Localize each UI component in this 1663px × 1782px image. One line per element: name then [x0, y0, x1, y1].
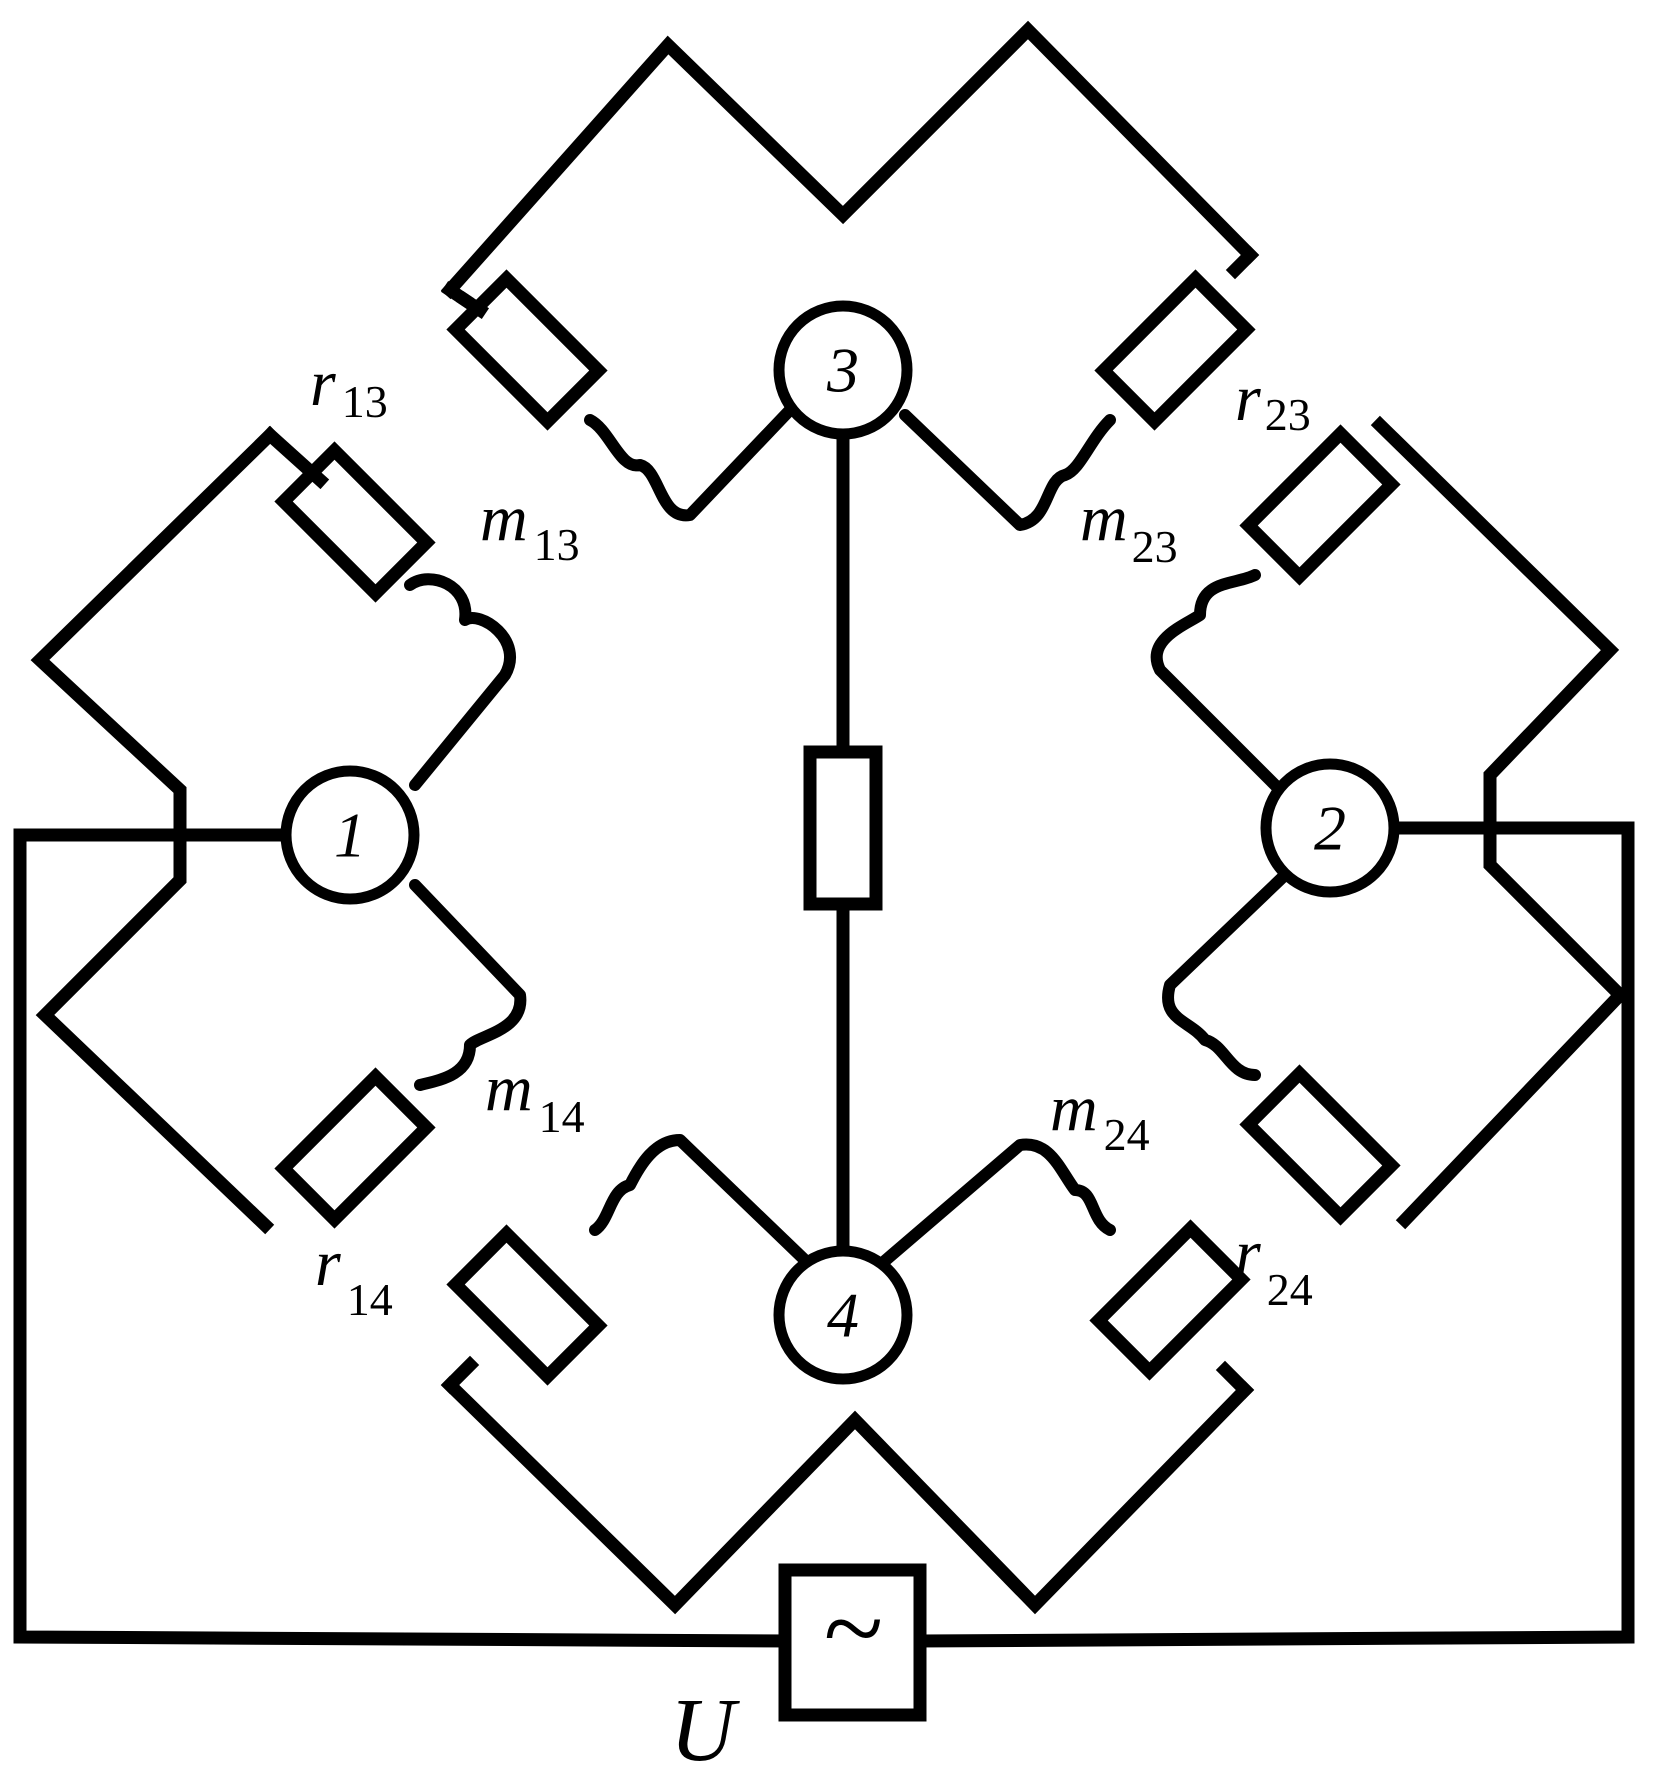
node-3: 3	[773, 300, 913, 440]
wire-r24-bottom	[1215, 1360, 1255, 1400]
resistor-r23-top	[1094, 269, 1256, 431]
node-1: 1	[280, 765, 420, 905]
resistor-r24-right	[1239, 1064, 1401, 1226]
resistor-3-4	[803, 745, 883, 911]
supply-wire-right	[913, 821, 1635, 1648]
coil-m24-right	[1162, 869, 1291, 1081]
label-r23: r23	[1235, 362, 1311, 440]
frame-right	[1370, 415, 1630, 1230]
coil-m14-left	[409, 879, 527, 1091]
svg-text:1: 1	[334, 800, 366, 871]
label-U: U	[670, 1681, 740, 1780]
frame-bottom	[440, 1375, 1255, 1615]
wire-r13-top	[455, 290, 490, 320]
svg-text:3: 3	[826, 335, 859, 406]
coil-m13-left	[404, 573, 516, 791]
supply-wire-left	[13, 828, 797, 1648]
coil-m14-bottom	[589, 1134, 816, 1271]
coil-m13-top	[584, 404, 796, 522]
ac-source: ~	[778, 1563, 927, 1722]
frame-top	[440, 20, 1260, 300]
svg-text:~: ~	[822, 1567, 882, 1689]
label-m23: m23	[1080, 482, 1178, 572]
resistor-r14-left	[274, 1067, 436, 1229]
svg-text:4: 4	[827, 1280, 859, 1351]
coil-m23-right	[1150, 569, 1286, 796]
resistor-r13-top	[446, 269, 608, 431]
node-4: 4	[773, 1245, 913, 1385]
frame-top-right-leg	[1225, 245, 1260, 280]
svg-text:2: 2	[1314, 793, 1346, 864]
resistor-r23-right	[1239, 424, 1401, 586]
coil-m24-bottom	[874, 1138, 1116, 1271]
resistor-r14-bottom	[446, 1224, 608, 1386]
coil-m23-top	[899, 409, 1116, 531]
wire-r14-bottom	[440, 1355, 480, 1395]
resistor-r24-bottom	[1089, 1219, 1251, 1381]
node-2: 2	[1260, 758, 1400, 898]
wire-r13-left-top	[260, 425, 330, 490]
